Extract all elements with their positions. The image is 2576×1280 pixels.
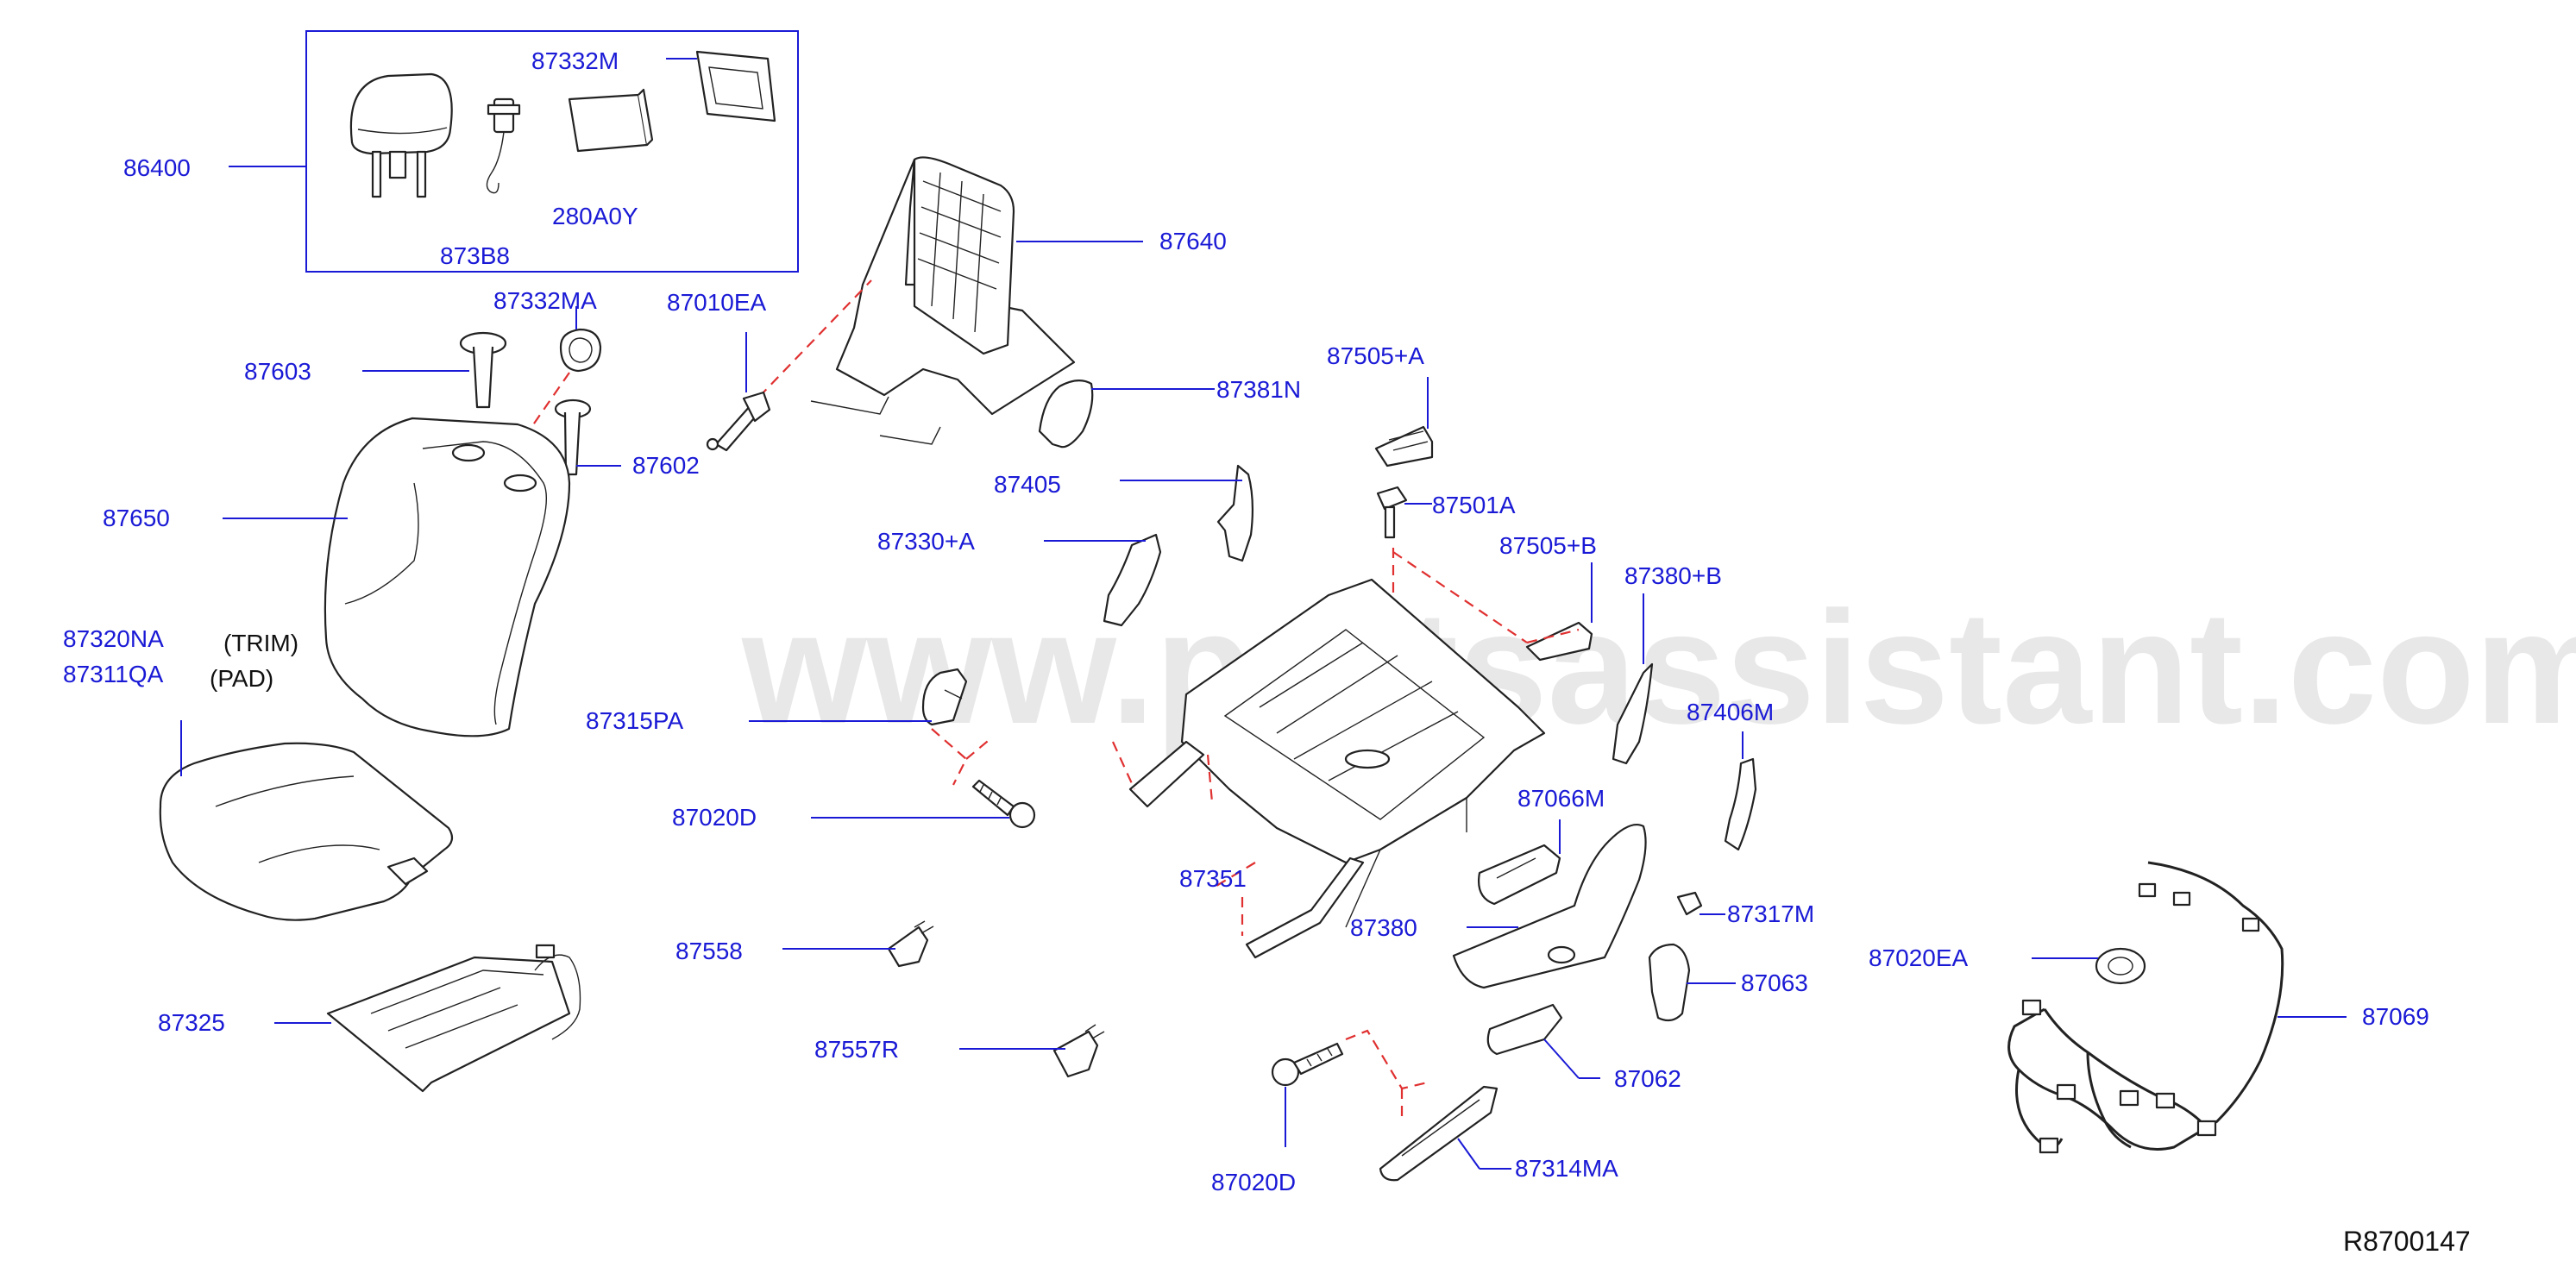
label-280a0y: 280A0Y — [552, 203, 638, 229]
label-87405: 87405 — [994, 471, 1061, 498]
label-87069: 87069 — [2362, 1003, 2429, 1030]
cover-87330a-part[interactable] — [1103, 533, 1162, 627]
dash-87351 — [1111, 741, 1256, 936]
label-87603: 87603 — [244, 358, 311, 385]
cover-87315pa-part[interactable] — [921, 668, 968, 726]
label-87650: 87650 — [103, 505, 170, 531]
pad-87325-part[interactable] — [326, 944, 581, 1093]
label-87020d-upper: 87020D — [672, 804, 757, 831]
cover-87405-part[interactable] — [1216, 464, 1253, 562]
label-87557r: 87557R — [814, 1036, 899, 1063]
side-cover-87380-part[interactable] — [1452, 823, 1647, 989]
label-87501a: 87501A — [1432, 492, 1516, 518]
kit-box — [305, 30, 799, 273]
harness-87069-part[interactable] — [2007, 861, 2284, 1154]
label-87325: 87325 — [158, 1009, 225, 1036]
screw-87020d-lower[interactable] — [1271, 1042, 1344, 1087]
label-873b8: 873B8 — [440, 242, 510, 269]
label-87558: 87558 — [675, 938, 743, 964]
label-87505a: 87505+A — [1327, 342, 1424, 369]
dash-87020d — [1345, 1029, 1429, 1121]
module-280a0y-part[interactable] — [568, 88, 654, 153]
watermark-text: www.partsassistant.com — [741, 579, 2576, 757]
seatback-trim-87650[interactable] — [324, 417, 571, 737]
label-trim: (TRIM) — [223, 630, 298, 656]
label-86400: 86400 — [123, 154, 191, 181]
bracket-87332m-part[interactable] — [695, 50, 776, 122]
cover-87406m-part[interactable] — [1724, 757, 1757, 851]
plug-87010ea-part[interactable] — [706, 391, 771, 452]
dash-87315pa — [931, 728, 993, 786]
cushion-87320na-part[interactable] — [159, 742, 454, 921]
headrest-part[interactable] — [349, 72, 453, 198]
label-87640: 87640 — [1159, 228, 1227, 254]
label-87010ea: 87010EA — [667, 289, 767, 316]
label-87063: 87063 — [1741, 969, 1808, 996]
cover-87314ma-part[interactable] — [1379, 1085, 1498, 1182]
label-87351: 87351 — [1179, 865, 1247, 892]
bracket-87066m-part[interactable] — [1478, 844, 1561, 906]
bracket-87505b-part[interactable] — [1525, 621, 1593, 662]
label-87062: 87062 — [1614, 1065, 1681, 1092]
label-87315pa: 87315PA — [586, 707, 683, 734]
clip-87558-part[interactable] — [887, 920, 934, 968]
label-87381n: 87381N — [1216, 376, 1301, 403]
clip-87557r-part[interactable] — [1052, 1024, 1105, 1078]
label-87332ma: 87332MA — [493, 287, 597, 314]
label-87020d-lower: 87020D — [1211, 1169, 1296, 1195]
leader-87314ma-a — [1457, 1138, 1480, 1170]
pipe-87603-part[interactable] — [459, 331, 507, 409]
dash-87010ea — [758, 279, 872, 398]
cover-87380b-part[interactable] — [1612, 662, 1654, 765]
label-87332m: 87332M — [531, 47, 619, 74]
ring-87332ma-part[interactable] — [559, 328, 602, 373]
label-87406m: 87406M — [1687, 699, 1774, 725]
seatback-frame-87640[interactable] — [810, 156, 1076, 445]
cover-87063-part[interactable] — [1648, 943, 1691, 1022]
bolt-87501a-part[interactable] — [1376, 486, 1408, 539]
dash-87505 — [1392, 548, 1580, 644]
bracket-87505a-part[interactable] — [1374, 425, 1434, 467]
label-pad: (PAD) — [210, 665, 273, 692]
pipe-87602-part[interactable] — [554, 398, 592, 476]
label-87380: 87380 — [1350, 914, 1417, 941]
cushion-frame-87351[interactable] — [1128, 578, 1546, 959]
clamp-87020ea-part[interactable] — [2095, 947, 2146, 985]
sensor-873b8-part[interactable] — [486, 97, 521, 194]
clip-87317m-part[interactable] — [1676, 891, 1703, 916]
label-87320na: 87320NA — [63, 625, 164, 652]
label-87380b: 87380+B — [1624, 562, 1722, 589]
label-87330a: 87330+A — [877, 528, 975, 555]
cover-87062-part[interactable] — [1486, 1003, 1563, 1056]
diagram-code: R8700147 — [2343, 1226, 2471, 1257]
label-87317m: 87317M — [1727, 900, 1814, 927]
label-87505b: 87505+B — [1499, 532, 1597, 559]
label-87020ea: 87020EA — [1869, 944, 1969, 971]
screw-87020d-upper[interactable] — [971, 779, 1036, 829]
label-87066m: 87066M — [1517, 785, 1605, 812]
leader-87062-a — [1543, 1038, 1580, 1079]
cover-87381n-part[interactable] — [1038, 380, 1094, 449]
label-87314ma: 87314MA — [1515, 1155, 1618, 1182]
label-87602: 87602 — [632, 452, 700, 479]
headrest-kit-group — [229, 30, 799, 273]
label-87311qa: 87311QA — [63, 661, 164, 687]
